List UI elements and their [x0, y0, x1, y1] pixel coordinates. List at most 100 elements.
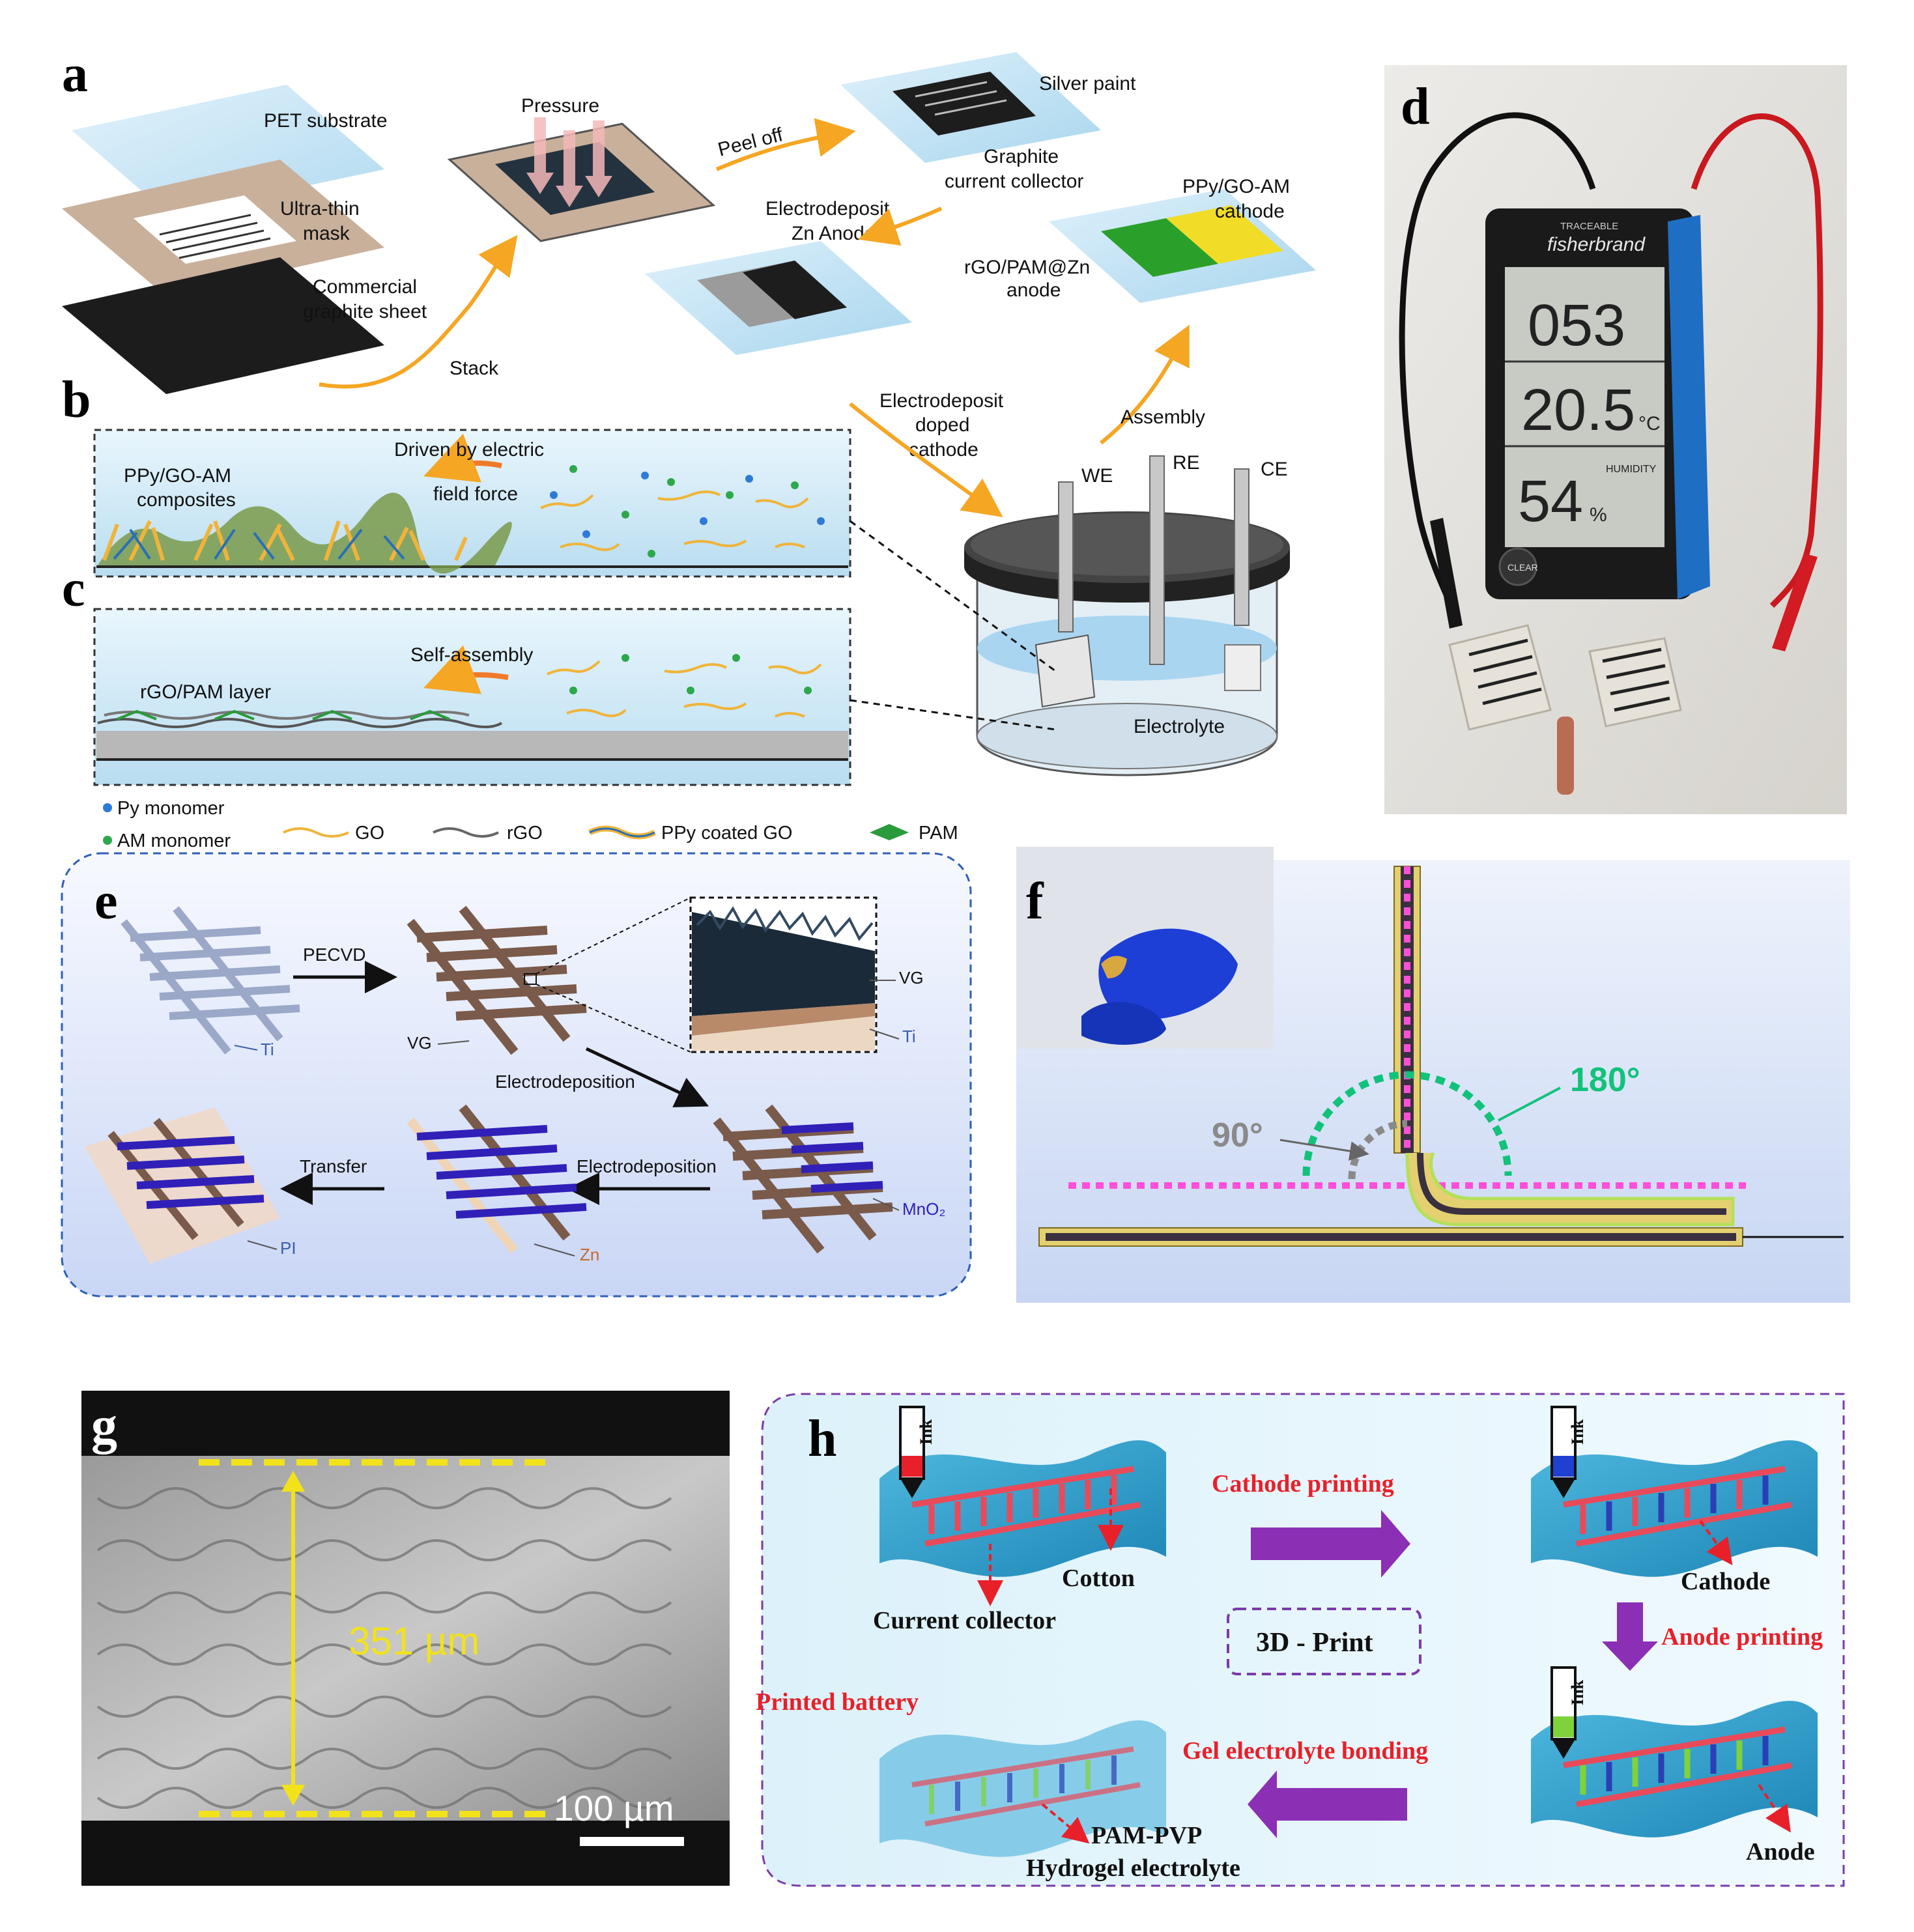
angle-arc-180	[1302, 1071, 1512, 1176]
panel-b: b PPy/GO-AM composites Driven by electri…	[62, 371, 1056, 672]
legend-go-marker	[283, 827, 349, 838]
pecvd-label: PECVD	[303, 945, 365, 965]
ti-label-1: Ti	[261, 1040, 274, 1059]
cathode-pointer	[1699, 1520, 1733, 1565]
scalebar	[580, 1837, 684, 1846]
legend-go: GO	[355, 823, 384, 844]
c-self-assembly-arrow	[423, 645, 509, 694]
legend-rgo-marker	[433, 827, 499, 838]
c-monomers	[569, 654, 812, 694]
cathode-printing-arrow	[1251, 1510, 1410, 1578]
driven-label-1: Driven by electric	[394, 439, 544, 461]
ink-pen-blue	[1550, 1406, 1577, 1498]
battery-fold	[1405, 1152, 1735, 1227]
collector-fingers	[915, 81, 1007, 116]
mask-label-2: mask	[303, 223, 350, 244]
legend-rgo: rGO	[507, 823, 543, 844]
collector-label-1: Graphite	[984, 146, 1059, 167]
legend-py-marker	[103, 803, 112, 812]
ink-label-3: Ink	[1568, 1679, 1587, 1705]
panel-label-g: g	[91, 1397, 117, 1455]
panel-label-d: d	[1401, 78, 1430, 135]
brand-top: TRACEABLE	[1560, 221, 1618, 232]
lcd-humidity: HUMIDITY	[1606, 464, 1657, 475]
brand-label: fisherbrand	[1547, 234, 1646, 255]
cloth-step-4	[879, 1720, 1166, 1857]
c-zn-layer	[96, 731, 848, 758]
lcd-reading-1: 053	[1528, 293, 1625, 358]
ce-label: CE	[1261, 459, 1288, 480]
thermo-hygrometer: TRACEABLE fisherbrand 053 20.5 °C 54 % H…	[1485, 208, 1710, 599]
doped-arrow	[849, 402, 1003, 517]
pressure-label: Pressure	[521, 95, 599, 117]
re-label: RE	[1173, 452, 1200, 474]
gel-bonding-arrow	[1248, 1770, 1407, 1838]
legend-pam-marker	[870, 824, 909, 840]
panel-h: h Ink Current collector Cotton Cathode p…	[756, 1393, 1845, 1887]
panel-e: e Ti PECVD VG VG	[61, 852, 972, 1298]
electrodeposition-arrow-1	[585, 1047, 709, 1107]
ink-label-1: Ink	[917, 1419, 936, 1445]
ink-pen-red	[899, 1406, 925, 1498]
anode-green	[1101, 218, 1218, 277]
electrodeposition-label-1: Electrodeposition	[495, 1072, 635, 1092]
ppy-cathode-label-2: cathode	[1215, 201, 1285, 222]
mask-pattern	[159, 214, 271, 259]
lcd-reading-3: 54	[1518, 469, 1583, 534]
angle-180-label: 180°	[1570, 1061, 1640, 1099]
doped-label-2: doped	[915, 414, 969, 436]
legend-py: Py monomer	[117, 798, 225, 819]
scalebar-label: 100 µm	[554, 1788, 674, 1828]
composites-label-2: composites	[137, 489, 236, 511]
self-assembly-label: Self-assembly	[410, 644, 533, 666]
ppy-composite-mass	[98, 492, 512, 574]
rgo-anode-label-1: rGO/PAM@Zn	[964, 257, 1090, 278]
electrodeposition-label-2: Electrodeposition	[577, 1156, 717, 1176]
stack-arrow	[319, 234, 518, 389]
b-driven-arrow	[423, 433, 502, 483]
print-3d-label: 3D - Print	[1256, 1628, 1373, 1658]
battery-right	[1588, 637, 1682, 728]
c-go-sheets	[547, 660, 822, 718]
mask-label-1: Ultra-thin	[280, 198, 360, 220]
legend-pam: PAM	[919, 823, 958, 844]
b-go-sheets	[540, 490, 809, 551]
red-clip	[1772, 554, 1818, 651]
black-wire	[1399, 112, 1596, 627]
cathode-yellow	[1166, 205, 1283, 264]
electrochemical-cell: WE RE CE Electrolyte	[964, 452, 1290, 776]
panel-label-a: a	[62, 46, 88, 103]
collector-label-2: current collector	[945, 171, 1083, 192]
anode-label: Anode	[1746, 1838, 1815, 1866]
rgo-layer-label: rGO/PAM layer	[140, 681, 271, 703]
vg-label-2: VG	[899, 968, 924, 987]
zn-anode-label-1: Electrodeposit	[765, 198, 890, 220]
ti-label-2: Ti	[902, 1027, 916, 1046]
rgo-anode-label-2: anode	[1007, 279, 1061, 301]
vg-label-1: VG	[407, 1033, 432, 1053]
glove-hand	[1098, 928, 1238, 1020]
zn-anode-label-2: Zn Anode	[792, 223, 875, 244]
cathode-printing-label: Cathode printing	[1212, 1470, 1394, 1498]
zn-deposit-arrow	[858, 206, 943, 246]
we-label: WE	[1081, 465, 1113, 487]
composites-label-1: PPy/GO-AM	[124, 465, 231, 487]
panel-c: c Self-assembly rGO/PAM layer	[62, 560, 1056, 786]
sem-texture	[96, 1487, 672, 1809]
panel-label-c: c	[62, 560, 85, 618]
vg-inset	[689, 896, 878, 1053]
legend-am: AM monomer	[117, 831, 231, 851]
anode-printing-label: Anode printing	[1661, 1623, 1823, 1651]
mno2-comb	[713, 1104, 893, 1254]
meter-blue-side	[1668, 215, 1710, 599]
gel-bonding-label: Gel electrolyte bonding	[1182, 1737, 1428, 1765]
battery-left	[1448, 624, 1552, 731]
ink-pen-green	[1550, 1666, 1577, 1759]
driven-label-2: field force	[433, 483, 518, 505]
lcd-reading-2: 20.5	[1521, 378, 1635, 443]
electrode-re	[1149, 455, 1165, 665]
collector-pattern	[893, 72, 1036, 135]
pressure-arrows	[526, 117, 612, 207]
panel-label-f: f	[1026, 873, 1044, 930]
